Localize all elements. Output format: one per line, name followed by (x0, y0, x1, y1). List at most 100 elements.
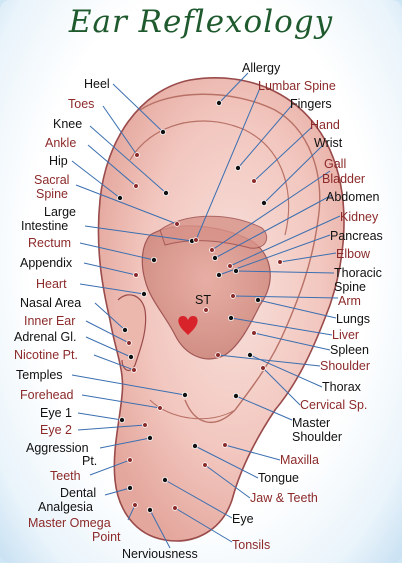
point-abdomen (211, 254, 218, 261)
point-rectum (150, 256, 157, 263)
label-fingers: Fingers (290, 97, 332, 111)
label-heel: Heel (84, 77, 110, 91)
point-thorax (246, 351, 253, 358)
point-shoulder (215, 352, 221, 358)
label-inner-ear: Inner Ear (24, 314, 75, 328)
point-nasal (122, 326, 129, 333)
label-spine: Spine (36, 187, 68, 201)
point-maxilla (222, 442, 228, 448)
label-ankle: Ankle (45, 136, 76, 150)
point-hip (117, 194, 124, 201)
lobe-fold (149, 399, 236, 420)
point-gall (209, 247, 215, 253)
label-eye: Eye (232, 512, 254, 526)
point-kidney (227, 263, 233, 269)
point-knee (162, 189, 169, 196)
label-pt: Pt. (82, 454, 97, 468)
point-hand (251, 178, 257, 184)
point-adrenal (127, 353, 134, 360)
point-fingers (234, 164, 241, 171)
label-aggression: Aggression (26, 441, 89, 455)
label-rectum: Rectum (28, 236, 71, 250)
label-heart: Heart (36, 277, 67, 291)
point-jaw (202, 462, 208, 468)
point-allergy (215, 100, 222, 107)
point-tonsils (172, 505, 178, 511)
point-ankle (133, 183, 139, 189)
label-nerviousness: Nerviousness (122, 547, 198, 561)
point-sacral (174, 221, 180, 227)
label-spleen: Spleen (330, 343, 369, 357)
point-spleen (251, 330, 257, 336)
label-allergy: Allergy (242, 61, 281, 75)
point-temples (181, 391, 188, 398)
leader-lines (71, 72, 341, 549)
label-arm: Arm (338, 294, 361, 308)
label-bladder: Bladder (322, 172, 365, 186)
point-forehead (157, 405, 163, 411)
point-arm (230, 293, 236, 299)
label-thoracic: Thoracic (334, 266, 382, 280)
point-appendix (133, 272, 139, 278)
heart-icon (178, 316, 198, 335)
label-master-omega: Master Omega (28, 516, 111, 530)
point-aggression (146, 434, 153, 441)
antihelix (129, 120, 290, 236)
label-eye2: Eye 2 (40, 423, 72, 437)
label-hip: Hip (49, 154, 68, 168)
point-thoracic (232, 267, 239, 274)
label-master: Master (292, 416, 330, 430)
point-eye1 (119, 416, 126, 423)
label-lungs: Lungs (336, 312, 370, 326)
point-heart (140, 290, 147, 297)
page-title: Ear Reflexology (68, 4, 334, 40)
label-lumbar-spine: Lumbar Spine (258, 79, 336, 93)
label-st: ST (195, 293, 211, 307)
label-gall: Gall (324, 157, 346, 171)
label-temples: Temples (16, 368, 63, 382)
label-toes: Toes (68, 97, 94, 111)
reflex-points (117, 100, 283, 513)
label-thorax: Thorax (322, 380, 362, 394)
label-eye1: Eye 1 (40, 406, 72, 420)
label-kidney: Kidney (340, 210, 379, 224)
label-pancreas: Pancreas (330, 229, 383, 243)
label-nicotine: Nicotine Pt. (14, 348, 78, 362)
label-master-shoulder: Shoulder (292, 430, 342, 444)
point-master-shoulder (232, 392, 239, 399)
point-tongue (191, 442, 198, 449)
point-wrist (260, 199, 267, 206)
label-forehead: Forehead (20, 388, 74, 402)
label-tonsils: Tonsils (232, 538, 270, 552)
point-st (203, 307, 209, 313)
point-master-omega (132, 502, 138, 508)
label-intestine: Intestine (21, 219, 68, 233)
point-lungs (254, 296, 261, 303)
point-toes (134, 152, 140, 158)
point-liver (227, 314, 234, 321)
label-point: Point (92, 530, 121, 544)
label-analgesia: Analgesia (38, 500, 93, 514)
point-lumbar (193, 237, 199, 243)
point-inner-ear (126, 340, 132, 346)
point-nicotine (131, 367, 137, 373)
point-heel (159, 128, 166, 135)
point-pancreas (215, 271, 222, 278)
point-cervical (260, 365, 266, 371)
label-thoracic-spine: Spine (334, 280, 366, 294)
label-large: Large (44, 205, 76, 219)
point-dental (127, 484, 134, 491)
point-teeth (127, 457, 133, 463)
label-appendix: Appendix (20, 256, 73, 270)
label-shoulder: Shoulder (320, 359, 370, 373)
tragus (117, 294, 147, 372)
label-dental: Dental (60, 486, 96, 500)
point-eye (161, 476, 168, 483)
label-elbow: Elbow (336, 247, 371, 261)
label-knee: Knee (53, 117, 82, 131)
point-nerviousness (146, 506, 153, 513)
label-teeth: Teeth (50, 469, 81, 483)
label-adrenal: Adrenal Gl. (14, 330, 77, 344)
point-elbow (277, 259, 283, 265)
